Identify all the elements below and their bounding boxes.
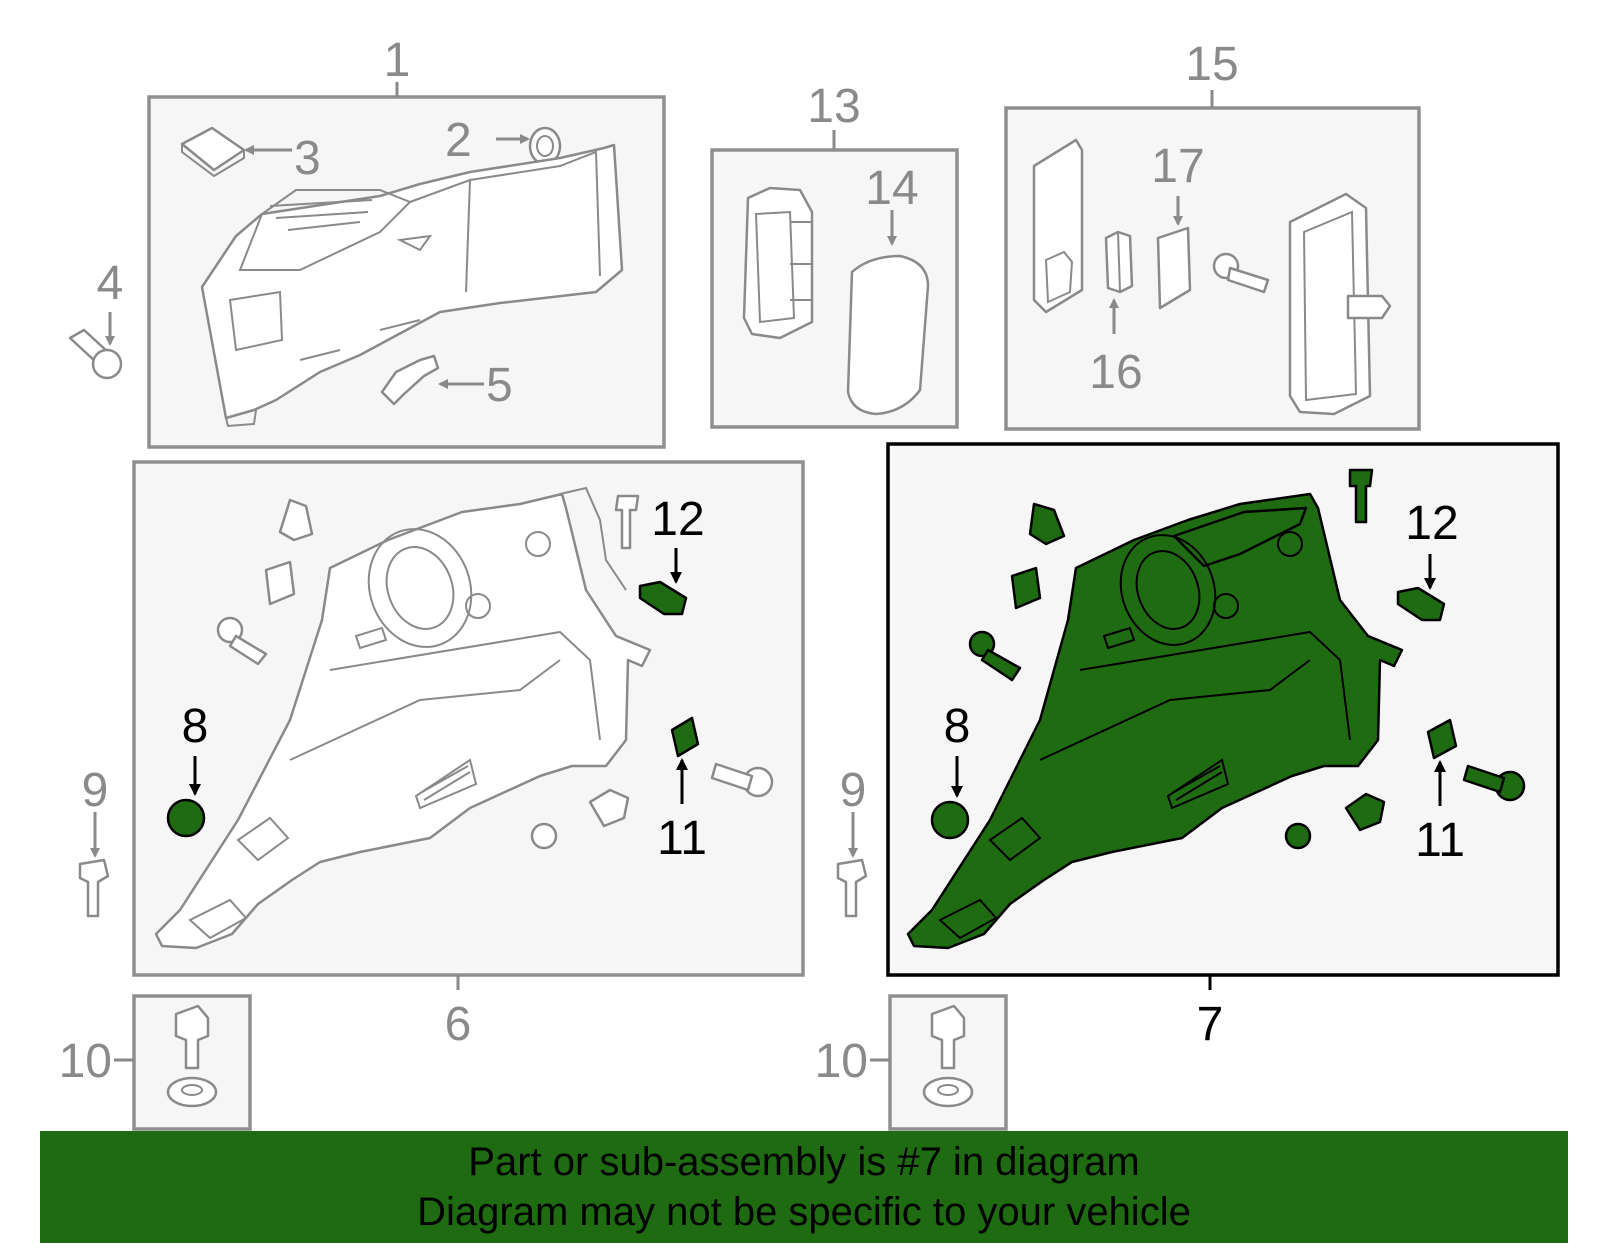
callout-1: 1 xyxy=(384,34,411,87)
callout-10: 10 xyxy=(59,1035,112,1088)
callout-11: 11 xyxy=(657,812,707,865)
part-cover xyxy=(1032,138,1084,314)
part-clip-a xyxy=(1028,502,1066,546)
callout-17: 17 xyxy=(1151,140,1204,193)
callout-16: 16 xyxy=(1089,346,1142,399)
callout-2: 2 xyxy=(445,114,472,167)
callout-9: 9 xyxy=(840,764,867,817)
assembly-15-group: 15 16 17 xyxy=(1004,38,1421,431)
part-10-clip xyxy=(174,1004,210,1070)
banner-line-1: Part or sub-assembly is #7 in diagram xyxy=(468,1140,1140,1184)
callout-9: 9 xyxy=(82,764,109,817)
part-1-trim-panel xyxy=(200,143,624,420)
part-clip-d xyxy=(1284,822,1312,850)
part-clip-d xyxy=(530,822,558,850)
part-pin xyxy=(1348,468,1374,524)
callout-13: 13 xyxy=(807,80,860,133)
assembly-1-group: 1 3 2 4 5 xyxy=(68,34,666,449)
callout-8: 8 xyxy=(182,700,209,753)
callout-12: 12 xyxy=(1405,497,1458,550)
part-10-washer xyxy=(922,1076,974,1108)
part-clip-b xyxy=(1010,566,1042,610)
callout-15: 15 xyxy=(1185,38,1238,91)
callout-10: 10 xyxy=(815,1035,868,1088)
callout-3: 3 xyxy=(294,132,321,185)
part-9-screw xyxy=(836,858,868,918)
callout-7: 7 xyxy=(1197,998,1224,1051)
assembly-13-group: 13 14 xyxy=(710,80,959,429)
callout-4: 4 xyxy=(97,257,124,310)
part-10-clip xyxy=(930,1004,966,1070)
callout-6: 6 xyxy=(445,998,472,1051)
callout-11: 11 xyxy=(1415,814,1465,867)
callout-8: 8 xyxy=(944,700,971,753)
part-socket xyxy=(1288,192,1372,416)
part-11-nut xyxy=(1426,718,1458,760)
part-clip-a xyxy=(278,498,314,542)
assembly-6-group: 6 12 11 8 xyxy=(78,460,805,1051)
part-10-washer xyxy=(166,1076,218,1108)
part-5-bracket xyxy=(380,354,440,406)
part-12-clip xyxy=(1396,586,1446,622)
banner-line-2: Diagram may not be specific to your vehi… xyxy=(417,1190,1191,1234)
assembly-7-group: 7 12 11 8 xyxy=(836,442,1560,1051)
part-11-nut xyxy=(670,716,700,758)
part-14-lens xyxy=(846,254,930,416)
part-8-clip xyxy=(166,798,206,838)
callout-14: 14 xyxy=(865,162,918,215)
assembly-10-group: 10 xyxy=(815,994,1008,1131)
part-pin xyxy=(614,494,640,550)
part-6-quarter-trim-panel xyxy=(154,492,652,950)
part-17-pad xyxy=(1156,226,1192,310)
part-clip-b xyxy=(264,560,296,606)
part-clip-c xyxy=(588,788,630,828)
part-8-clip xyxy=(930,800,970,840)
callout-12: 12 xyxy=(651,493,704,546)
part-12-clip xyxy=(638,580,688,616)
assembly-10-group: 10 xyxy=(59,994,252,1131)
info-banner: Part or sub-assembly is #7 in diagram Di… xyxy=(40,1131,1568,1243)
callout-5: 5 xyxy=(486,359,513,412)
part-9-screw xyxy=(78,858,110,918)
part-clip-c xyxy=(1344,792,1386,832)
part-7-quarter-trim-panel xyxy=(906,492,1404,950)
